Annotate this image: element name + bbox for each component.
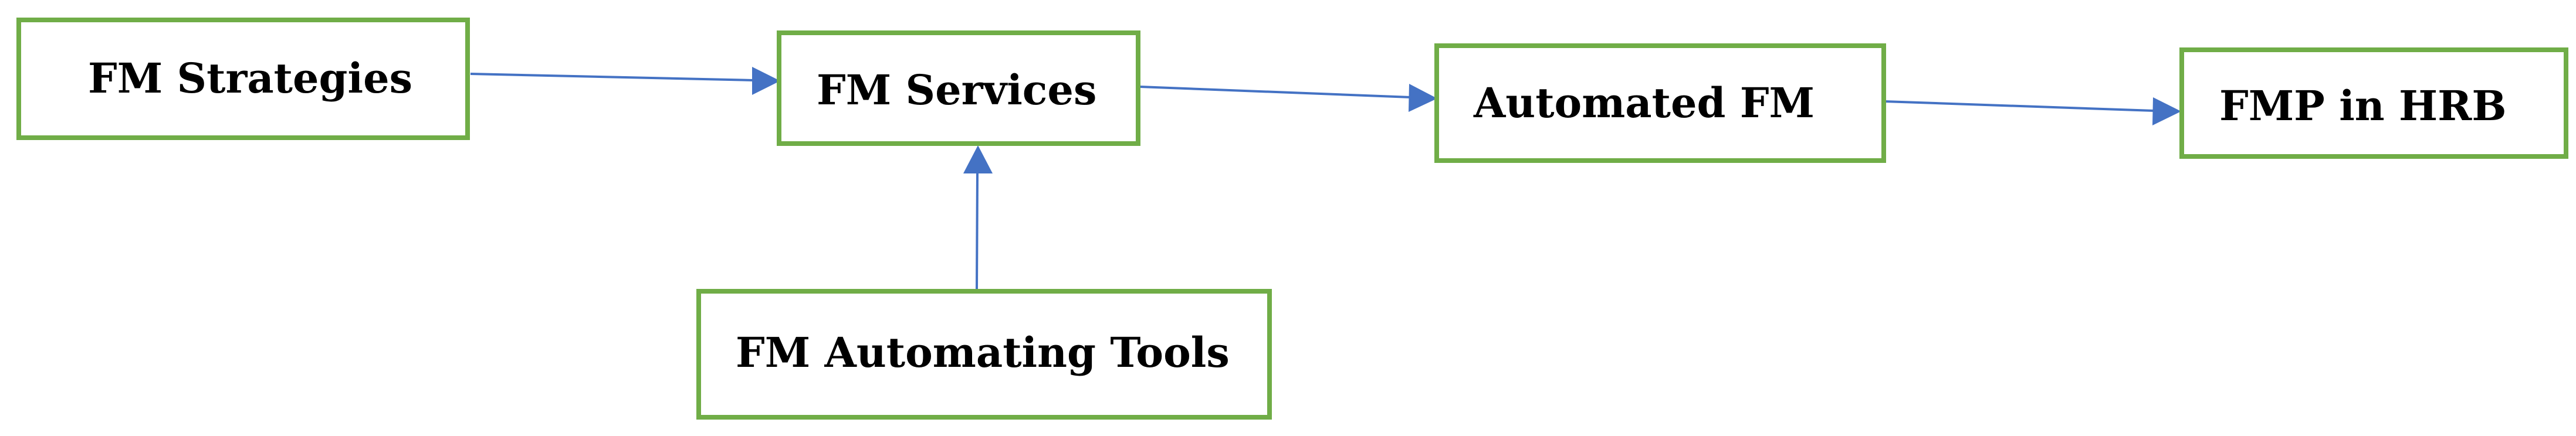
node-box — [2179, 47, 2568, 159]
edges — [470, 67, 2181, 290]
node-label: FM Services — [817, 66, 1096, 114]
node-label: Automated FM — [1473, 79, 1815, 127]
node-automated-fm: Automated FM — [1434, 43, 1886, 163]
arrow-head — [1409, 84, 1437, 112]
node-label: FM Strategies — [88, 54, 412, 103]
arrow-head — [963, 145, 993, 173]
edge-tools-to-services — [963, 145, 993, 290]
node-fm-strategies: FM Strategies — [16, 18, 470, 140]
edge-strategies-to-services — [470, 67, 780, 95]
node-box — [1434, 43, 1886, 163]
node-fmp-in-hrb: FMP in HRB — [2179, 47, 2568, 159]
edge-services-to-automated — [1139, 84, 1437, 112]
node-fm-automating-tools: FM Automating Tools — [696, 289, 1272, 420]
node-box — [777, 30, 1140, 146]
node-fm-services: FM Services — [777, 30, 1140, 146]
arrow-head — [2152, 97, 2181, 125]
edge-automated-to-fmp — [1884, 97, 2181, 125]
edge-line — [470, 73, 754, 81]
edge-line — [1884, 100, 2155, 112]
node-box — [696, 289, 1272, 420]
edge-line — [1139, 86, 1411, 98]
node-label: FM Automating Tools — [736, 328, 1230, 377]
arrow-head — [752, 67, 780, 95]
node-label: FMP in HRB — [2219, 81, 2507, 130]
node-box — [16, 18, 470, 140]
